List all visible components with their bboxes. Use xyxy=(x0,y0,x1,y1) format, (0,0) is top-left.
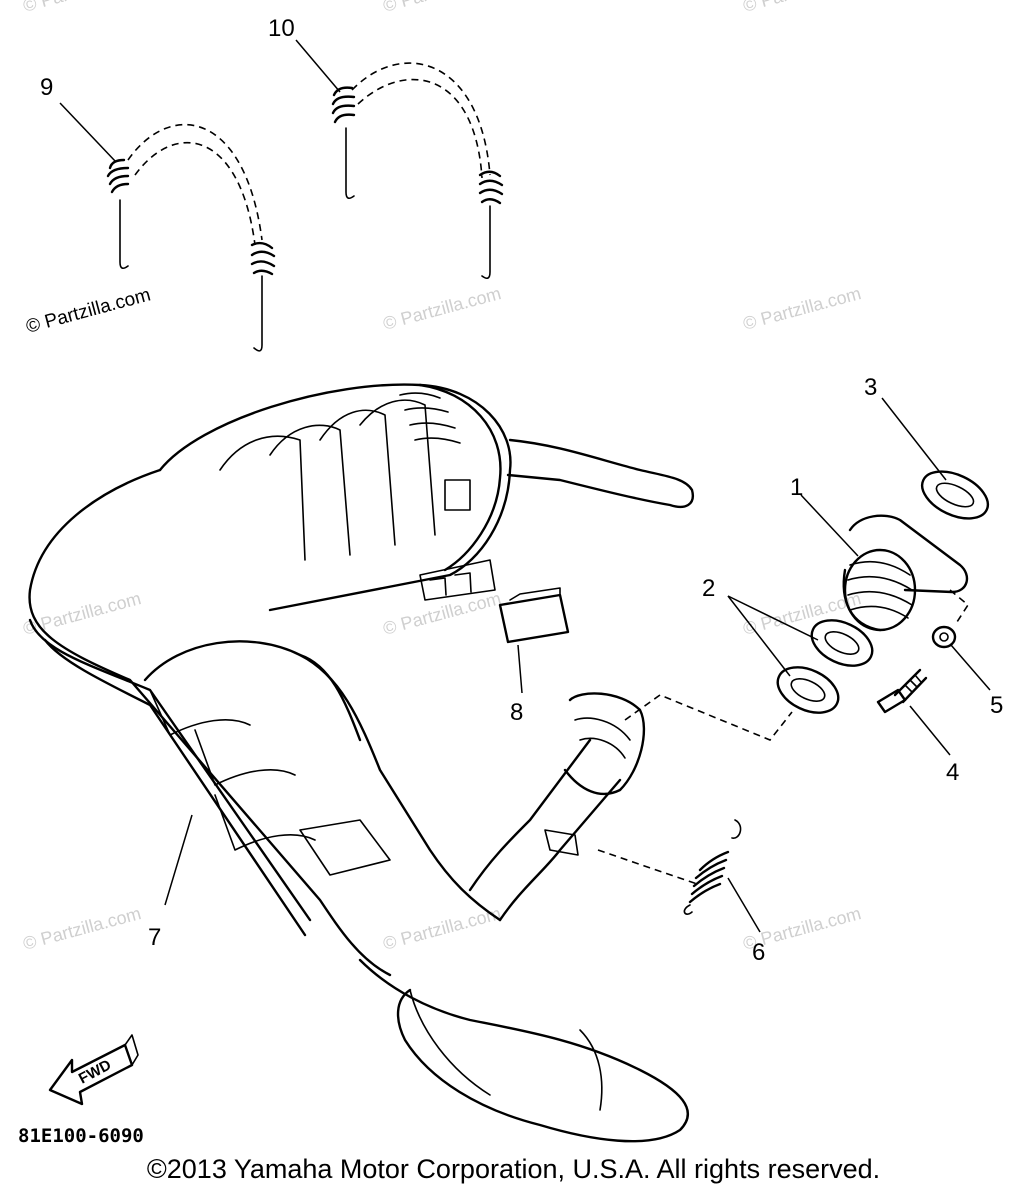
part-6-spring xyxy=(683,819,742,915)
watermark: © Partzilla.com xyxy=(381,588,503,639)
callout-5: 5 xyxy=(990,692,1003,719)
callout-2: 2 xyxy=(702,575,715,602)
part-10-spring xyxy=(331,62,504,280)
watermark: © Partzilla.com xyxy=(381,0,503,16)
part-1-flange xyxy=(842,514,969,632)
watermark: © Partzilla.com xyxy=(741,283,863,334)
assembly-lines xyxy=(597,589,970,886)
fwd-arrow: FWD xyxy=(48,1034,139,1106)
watermark: © Partzilla.com xyxy=(21,903,143,954)
callout-4: 4 xyxy=(946,759,959,786)
watermark: © Partzilla.com xyxy=(21,588,143,639)
callout-8: 8 xyxy=(510,699,523,726)
leader-lines xyxy=(59,39,991,933)
callout-7: 7 xyxy=(148,924,161,951)
callout-6: 6 xyxy=(752,939,765,966)
watermark-primary: © Partzilla.com xyxy=(24,284,153,337)
diagram-code: 81E100-6090 xyxy=(18,1125,144,1147)
copyright-notice: ©2013 Yamaha Motor Corporation, U.S.A. A… xyxy=(146,1154,881,1184)
watermark: © Partzilla.com xyxy=(381,903,503,954)
part-8-pad xyxy=(498,587,570,644)
callout-10: 10 xyxy=(268,15,295,42)
callout-3: 3 xyxy=(864,374,877,401)
watermark: © Partzilla.com xyxy=(381,283,503,334)
part-7-muffler xyxy=(28,383,695,1143)
callout-labels: 9 10 3 1 2 5 4 8 6 7 xyxy=(40,15,1003,966)
callout-1: 1 xyxy=(790,474,803,501)
part-3-gasket xyxy=(920,470,990,520)
part-9-spring xyxy=(106,124,276,352)
callout-9: 9 xyxy=(40,74,53,101)
part-2-gaskets xyxy=(776,619,874,714)
part-4-bolt xyxy=(876,668,928,714)
watermark: © Partzilla.com xyxy=(21,0,143,16)
watermarks: © Partzilla.com © Partzilla.com © Partzi… xyxy=(21,0,863,954)
part-5-nut xyxy=(931,625,957,649)
watermark: © Partzilla.com xyxy=(741,0,863,16)
